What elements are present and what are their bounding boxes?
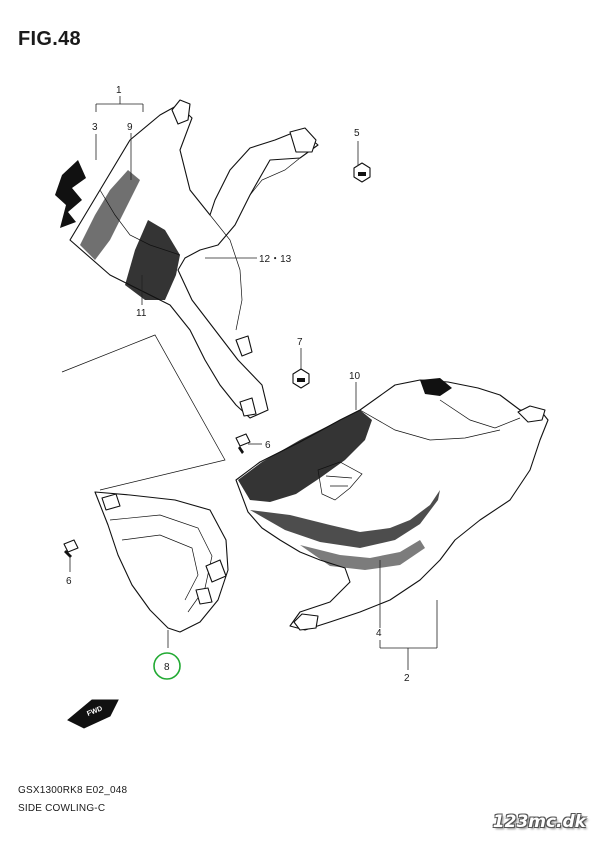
- nut-part-5[interactable]: [353, 162, 371, 183]
- callout-12-13: 12・13: [259, 254, 292, 265]
- callout-2: 2: [404, 673, 410, 684]
- screw-part-6-lower[interactable]: [63, 539, 79, 558]
- callout-3: 3: [92, 122, 98, 133]
- callout-1: 1: [116, 85, 122, 96]
- highlight-circle[interactable]: [153, 652, 181, 680]
- screw-part-6-upper[interactable]: [235, 433, 251, 454]
- watermark-logo: 123mc.dk: [492, 812, 586, 832]
- inner-cowling-upper[interactable]: [55, 99, 319, 419]
- inner-panel-part-8[interactable]: [94, 491, 229, 633]
- section-name: SIDE COWLING-C: [18, 803, 106, 814]
- callout-9: 9: [127, 122, 133, 133]
- callout-4: 4: [376, 628, 382, 639]
- nut-part-7[interactable]: [292, 368, 310, 389]
- figure-title: FIG.48: [18, 28, 81, 50]
- callout-5: 5: [354, 128, 360, 139]
- callout-10: 10: [349, 371, 361, 382]
- callout-11: 11: [136, 308, 147, 319]
- model-code: GSX1300RK8 E02_048: [18, 785, 128, 796]
- callout-6-upper: 6: [265, 440, 271, 451]
- callout-labels: 1 3 9 5 12・13 11 7 10 6 6 4 2 8: [66, 85, 410, 684]
- side-cowling-part-2[interactable]: [235, 378, 549, 631]
- callout-7: 7: [297, 337, 303, 348]
- leader-lines: [69, 96, 438, 670]
- callout-8: 8: [164, 662, 170, 673]
- callout-6-lower: 6: [66, 576, 72, 587]
- forward-arrow-icon: FWD: [67, 699, 119, 729]
